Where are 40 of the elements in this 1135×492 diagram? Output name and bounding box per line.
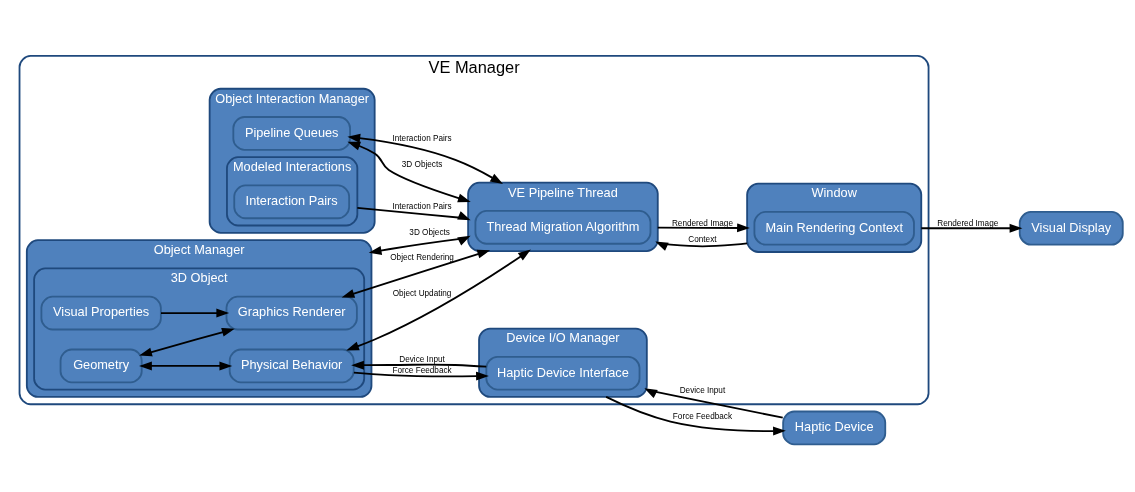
edge-label: Object Rendering <box>390 252 454 262</box>
arrow <box>356 206 471 220</box>
edge-label: Force Feedback <box>392 365 452 375</box>
edge-label: Interaction Pairs <box>392 201 452 211</box>
node-box: Visual Display <box>1018 210 1124 246</box>
node-box: Pipeline Queues <box>232 115 351 151</box>
node-box: Graphics Renderer <box>225 295 358 330</box>
arrow <box>605 395 786 436</box>
edge-label: Object Updating <box>392 288 452 298</box>
arrow <box>160 308 230 318</box>
edge-label: Force Feedback <box>672 411 733 421</box>
arrow <box>655 241 749 251</box>
node-box: Haptic Device Interface <box>485 355 641 391</box>
node-box: Geometry <box>59 348 143 383</box>
arrow <box>346 249 531 350</box>
node-box: Interaction Pairs <box>233 184 351 219</box>
edge-label: 3D Objects <box>409 227 450 237</box>
arrow <box>347 133 503 184</box>
edge-label: Rendered Image <box>937 218 999 228</box>
arrow <box>139 360 233 370</box>
node-box: Visual Properties <box>40 295 162 330</box>
arrow <box>351 360 488 370</box>
edge-label: Rendered Image <box>671 218 733 228</box>
arrow <box>341 249 491 298</box>
node-box: Main Rendering Context <box>753 210 915 246</box>
arrow <box>368 235 471 255</box>
arrow <box>920 223 1023 233</box>
edge-label: Device Input <box>679 385 726 395</box>
arrow <box>347 141 471 202</box>
edge-label: Interaction Pairs <box>392 133 452 143</box>
edge-label: 3D Objects <box>401 159 443 169</box>
node-box: Haptic Device <box>782 410 887 445</box>
arrow <box>656 222 750 232</box>
arrow <box>352 371 489 381</box>
arrow <box>139 327 235 356</box>
edge-label: Device Input <box>399 354 445 364</box>
node-box: Physical Behavior <box>228 348 355 383</box>
node-box: Thread Migration Algorithm <box>474 209 652 245</box>
arrow <box>644 387 784 419</box>
edge-label: Context <box>688 234 717 244</box>
